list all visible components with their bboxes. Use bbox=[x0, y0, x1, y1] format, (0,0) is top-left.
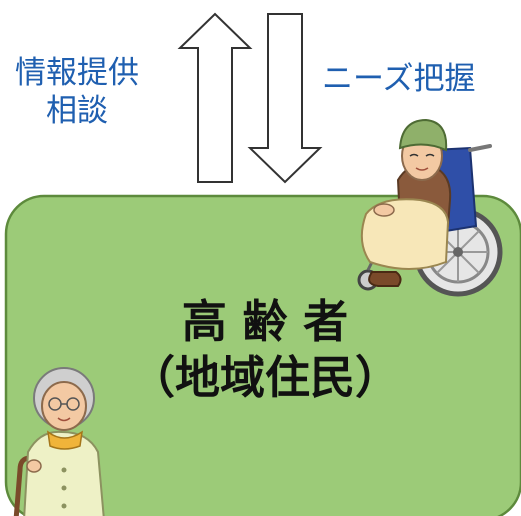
elderly-woman-cane-icon bbox=[13, 367, 105, 516]
consultation-text: 相談 bbox=[46, 93, 108, 129]
elderly-text: 高 齢 者 bbox=[181, 295, 349, 348]
elderly-group-title: 高 齢 者 （地域住民） bbox=[100, 294, 430, 406]
elderly-woman-wheelchair-icon bbox=[357, 118, 503, 297]
up-arrow-icon bbox=[177, 12, 253, 183]
info-consult-label: 情報提供 相談 bbox=[0, 54, 172, 130]
down-arrow-icon bbox=[247, 13, 323, 184]
info-provision-text: 情報提供 bbox=[15, 55, 139, 91]
local-residents-text: （地域住民） bbox=[129, 351, 400, 404]
needs-grasp-label: ニーズ把握 bbox=[322, 61, 476, 97]
